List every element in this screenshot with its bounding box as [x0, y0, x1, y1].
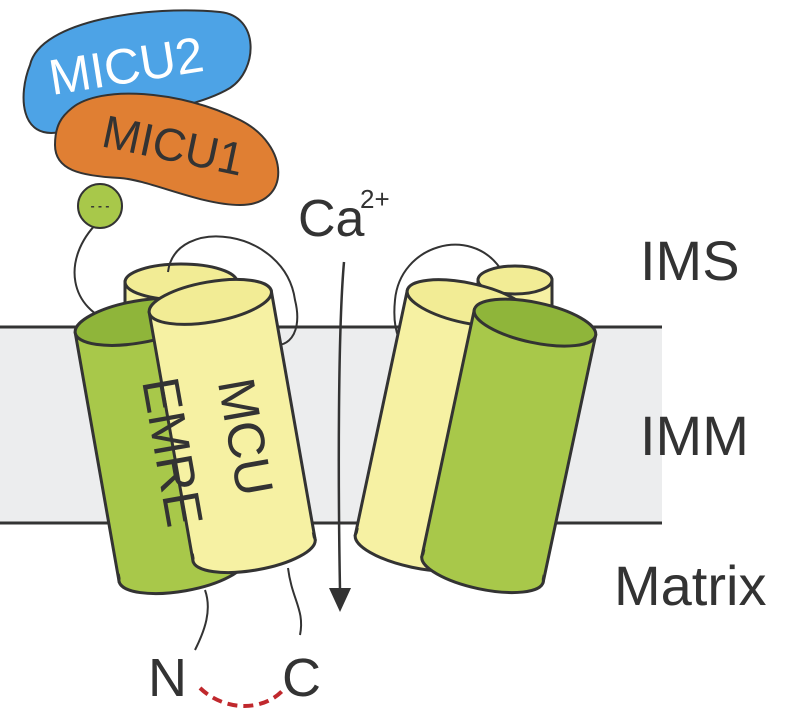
- ims-label: IMS: [640, 229, 740, 292]
- acidic-patch-circle: [77, 183, 123, 229]
- mcu-loop-left: [167, 235, 299, 346]
- calcium-charge-label: 2+: [360, 184, 390, 214]
- right-green-helix: [420, 297, 598, 595]
- calcium-flow: Ca 2+: [298, 184, 390, 612]
- micu1-shape: [53, 92, 280, 207]
- calcium-flow-arrowhead: [329, 588, 351, 612]
- n-terminus-label: N: [148, 648, 187, 708]
- nc-dashed-link: [198, 686, 287, 708]
- right-channel-complex: [353, 243, 598, 595]
- c-terminus-tail: [287, 567, 303, 636]
- calcium-flow-arrow-line: [337, 261, 346, 591]
- left-channel-complex: EMRE MCU: [73, 235, 317, 708]
- n-terminus-tail: [194, 589, 209, 651]
- micu-complex: MICU2 MICU1 - - -: [22, 9, 280, 229]
- c-terminus-label: C: [282, 648, 321, 708]
- acidic-patch-label: - - -: [91, 199, 110, 213]
- matrix-label: Matrix: [614, 554, 766, 617]
- imm-label: IMM: [640, 404, 749, 467]
- calcium-label: Ca: [298, 190, 365, 248]
- mcu-helix: [147, 277, 317, 575]
